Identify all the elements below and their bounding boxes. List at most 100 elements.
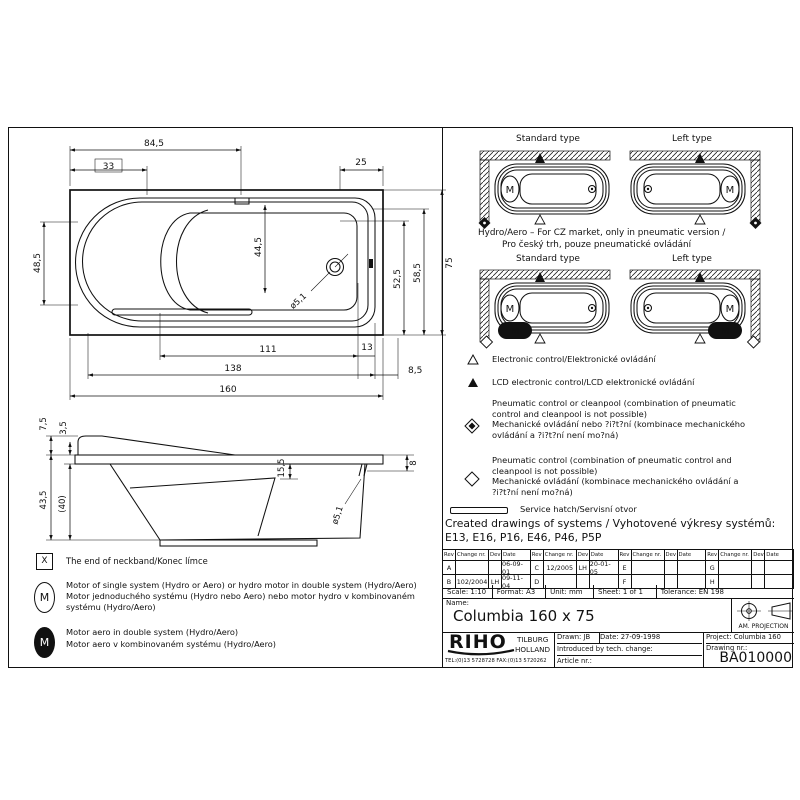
rev-header: Rev — [618, 550, 632, 561]
dim-top-right: 25 — [355, 158, 366, 168]
motor-single-cz: Motor jednoduchého systému (Hydro nebo A… — [66, 591, 415, 612]
dev-cell: LH — [576, 561, 590, 575]
plinth — [159, 539, 318, 547]
pneumatic-open-diamond — [746, 335, 761, 349]
date-cell — [765, 575, 794, 589]
dim-bottom-mid: 138 — [224, 364, 241, 374]
drawing-nr-value: BA010000 — [719, 650, 792, 666]
motor-letter: M — [726, 304, 735, 315]
side-view-drawing: ø5,1 7,5 3,5 43,5 (40) 15,5 8 — [39, 417, 419, 547]
rev-cell: G — [706, 561, 720, 575]
legend-lcd-text: LCD electronic control/LCD elektronické … — [492, 377, 695, 387]
date-header: Date — [502, 550, 531, 561]
dim-total-height: 43,5 — [39, 491, 49, 510]
date-cell — [677, 561, 707, 575]
tub-outline-outer — [75, 197, 376, 328]
legend-electronic-row: Electronic control/Elektronické ovládání — [466, 353, 656, 365]
wall-top — [479, 150, 611, 161]
article-cell: Article nr.: — [557, 657, 592, 665]
wall-left — [479, 278, 490, 343]
change-cell — [456, 561, 489, 575]
dev-cell — [664, 575, 678, 589]
change-header: Change nr. — [719, 550, 753, 561]
revision-table: Rev Change nr. Dev Date Rev Change nr. D… — [442, 549, 794, 589]
dim-rim-step: 3,5 — [59, 421, 69, 435]
dim-top-left-box: 33 — [103, 162, 114, 172]
legend-pneu1-line3: Mechanické ovládání nebo ?i?t?ní (kombin… — [492, 419, 746, 429]
dim-mid-height: 44,5 — [254, 237, 264, 257]
legend-lcd-row: LCD electronic control/LCD elektronické … — [466, 376, 694, 388]
lcd-control-triangle — [695, 153, 705, 163]
wall-top — [479, 269, 611, 280]
hydro-note-line2: Pro český trh, pouze pneumatické ovládán… — [502, 240, 692, 250]
dev-cell — [576, 575, 590, 589]
wall-left — [479, 159, 490, 224]
project-cell-group: Project: Columbia 160 Drawing nr.: BA010… — [703, 632, 794, 667]
dim-right-inner2: 58,5 — [413, 263, 423, 283]
name-label: Name: — [446, 599, 470, 607]
diagram-left-type-1: M — [629, 150, 762, 229]
created-drawings-line1: Created drawings of systems / Vyhotovené… — [445, 517, 776, 530]
change-header: Change nr. — [631, 550, 665, 561]
open-diamond-icon — [464, 471, 480, 487]
motor-aero-black-oval — [498, 322, 532, 339]
motor-single-en: Motor of single system (Hydro or Aero) o… — [66, 580, 417, 590]
tub-seat-curve — [176, 209, 209, 314]
wall-right — [750, 278, 761, 343]
motor-oval — [500, 294, 520, 322]
dev-cell — [489, 561, 502, 575]
date-cell — [677, 575, 707, 589]
motor-aero-oval-symbol: M — [34, 627, 55, 658]
hydro-note-line1: Hydro/Aero – For CZ market, only in pneu… — [478, 228, 726, 238]
legend-pneu2-line4: ?i?t?ní není mo?ná) — [492, 486, 573, 497]
filled-triangle-icon — [468, 378, 478, 387]
diagram-title-left-2: Left type — [672, 254, 712, 264]
am-projection-icon — [737, 601, 792, 621]
service-hatch-icon — [450, 507, 508, 514]
wall-right — [750, 159, 761, 224]
change-header: Change nr. — [543, 550, 577, 561]
dim-bottom-right: 8,5 — [408, 366, 422, 376]
change-cell — [631, 575, 665, 589]
rev-cell: A — [443, 561, 456, 575]
dim-depth: 15,5 — [277, 459, 287, 478]
motor-oval — [500, 175, 520, 203]
diagram-standard-type-2: M M — [479, 269, 611, 349]
motor-aero-en: Motor aero in double system (Hydro/Aero) — [66, 627, 239, 637]
projection-label: AM. PROJECTION — [738, 623, 789, 630]
rev-header: Rev — [530, 550, 544, 561]
electronic-control-triangle — [534, 214, 546, 225]
company-cell: RIHO TILBURG HOLLAND TEL:(0)13 5728728 F… — [443, 631, 555, 667]
tub-outline-inner — [81, 201, 369, 322]
motor-oval-symbol: M — [34, 582, 55, 613]
dim-inner-height: (40) — [58, 495, 68, 512]
motor-oval — [720, 175, 740, 203]
tub-top-notch — [234, 198, 250, 205]
rev-header: Rev — [706, 550, 720, 561]
side-dim-drain-dia: ø5,1 — [330, 505, 345, 526]
format-cell: Format: A3 — [492, 585, 547, 599]
date-header: Date — [677, 550, 707, 561]
date-cell: 09-11-04 — [502, 575, 531, 589]
legend-pneu1-line2: control and cleanpool is not possible) — [492, 408, 648, 419]
drain-dot — [587, 184, 597, 194]
plan-view-drawing: ø5,1 84,5 33 25 75 58,5 52,5 — [33, 139, 455, 400]
lcd-control-triangle — [535, 272, 545, 282]
motor-oval — [720, 294, 740, 322]
dev-header: Dev — [664, 550, 678, 561]
tub-shell-profile — [109, 463, 366, 541]
dim-bottom-total: 160 — [219, 385, 236, 395]
rev-cell: C — [530, 561, 544, 575]
electronic-control-triangle — [534, 333, 546, 344]
date-header: Date — [765, 550, 794, 561]
headrest-profile — [77, 435, 236, 456]
motor-aero-letter: M — [721, 327, 729, 337]
side-drain-symbol — [344, 463, 368, 505]
drain-dot — [643, 303, 653, 313]
diagram-title-left-1: Left type — [672, 134, 712, 144]
legend-pneu2-line2: cleanpool is not possible) — [492, 465, 598, 476]
inner-floor-line — [129, 477, 276, 537]
diagram-left-type-2: M M — [629, 269, 761, 349]
rev-cell: D — [530, 575, 544, 589]
